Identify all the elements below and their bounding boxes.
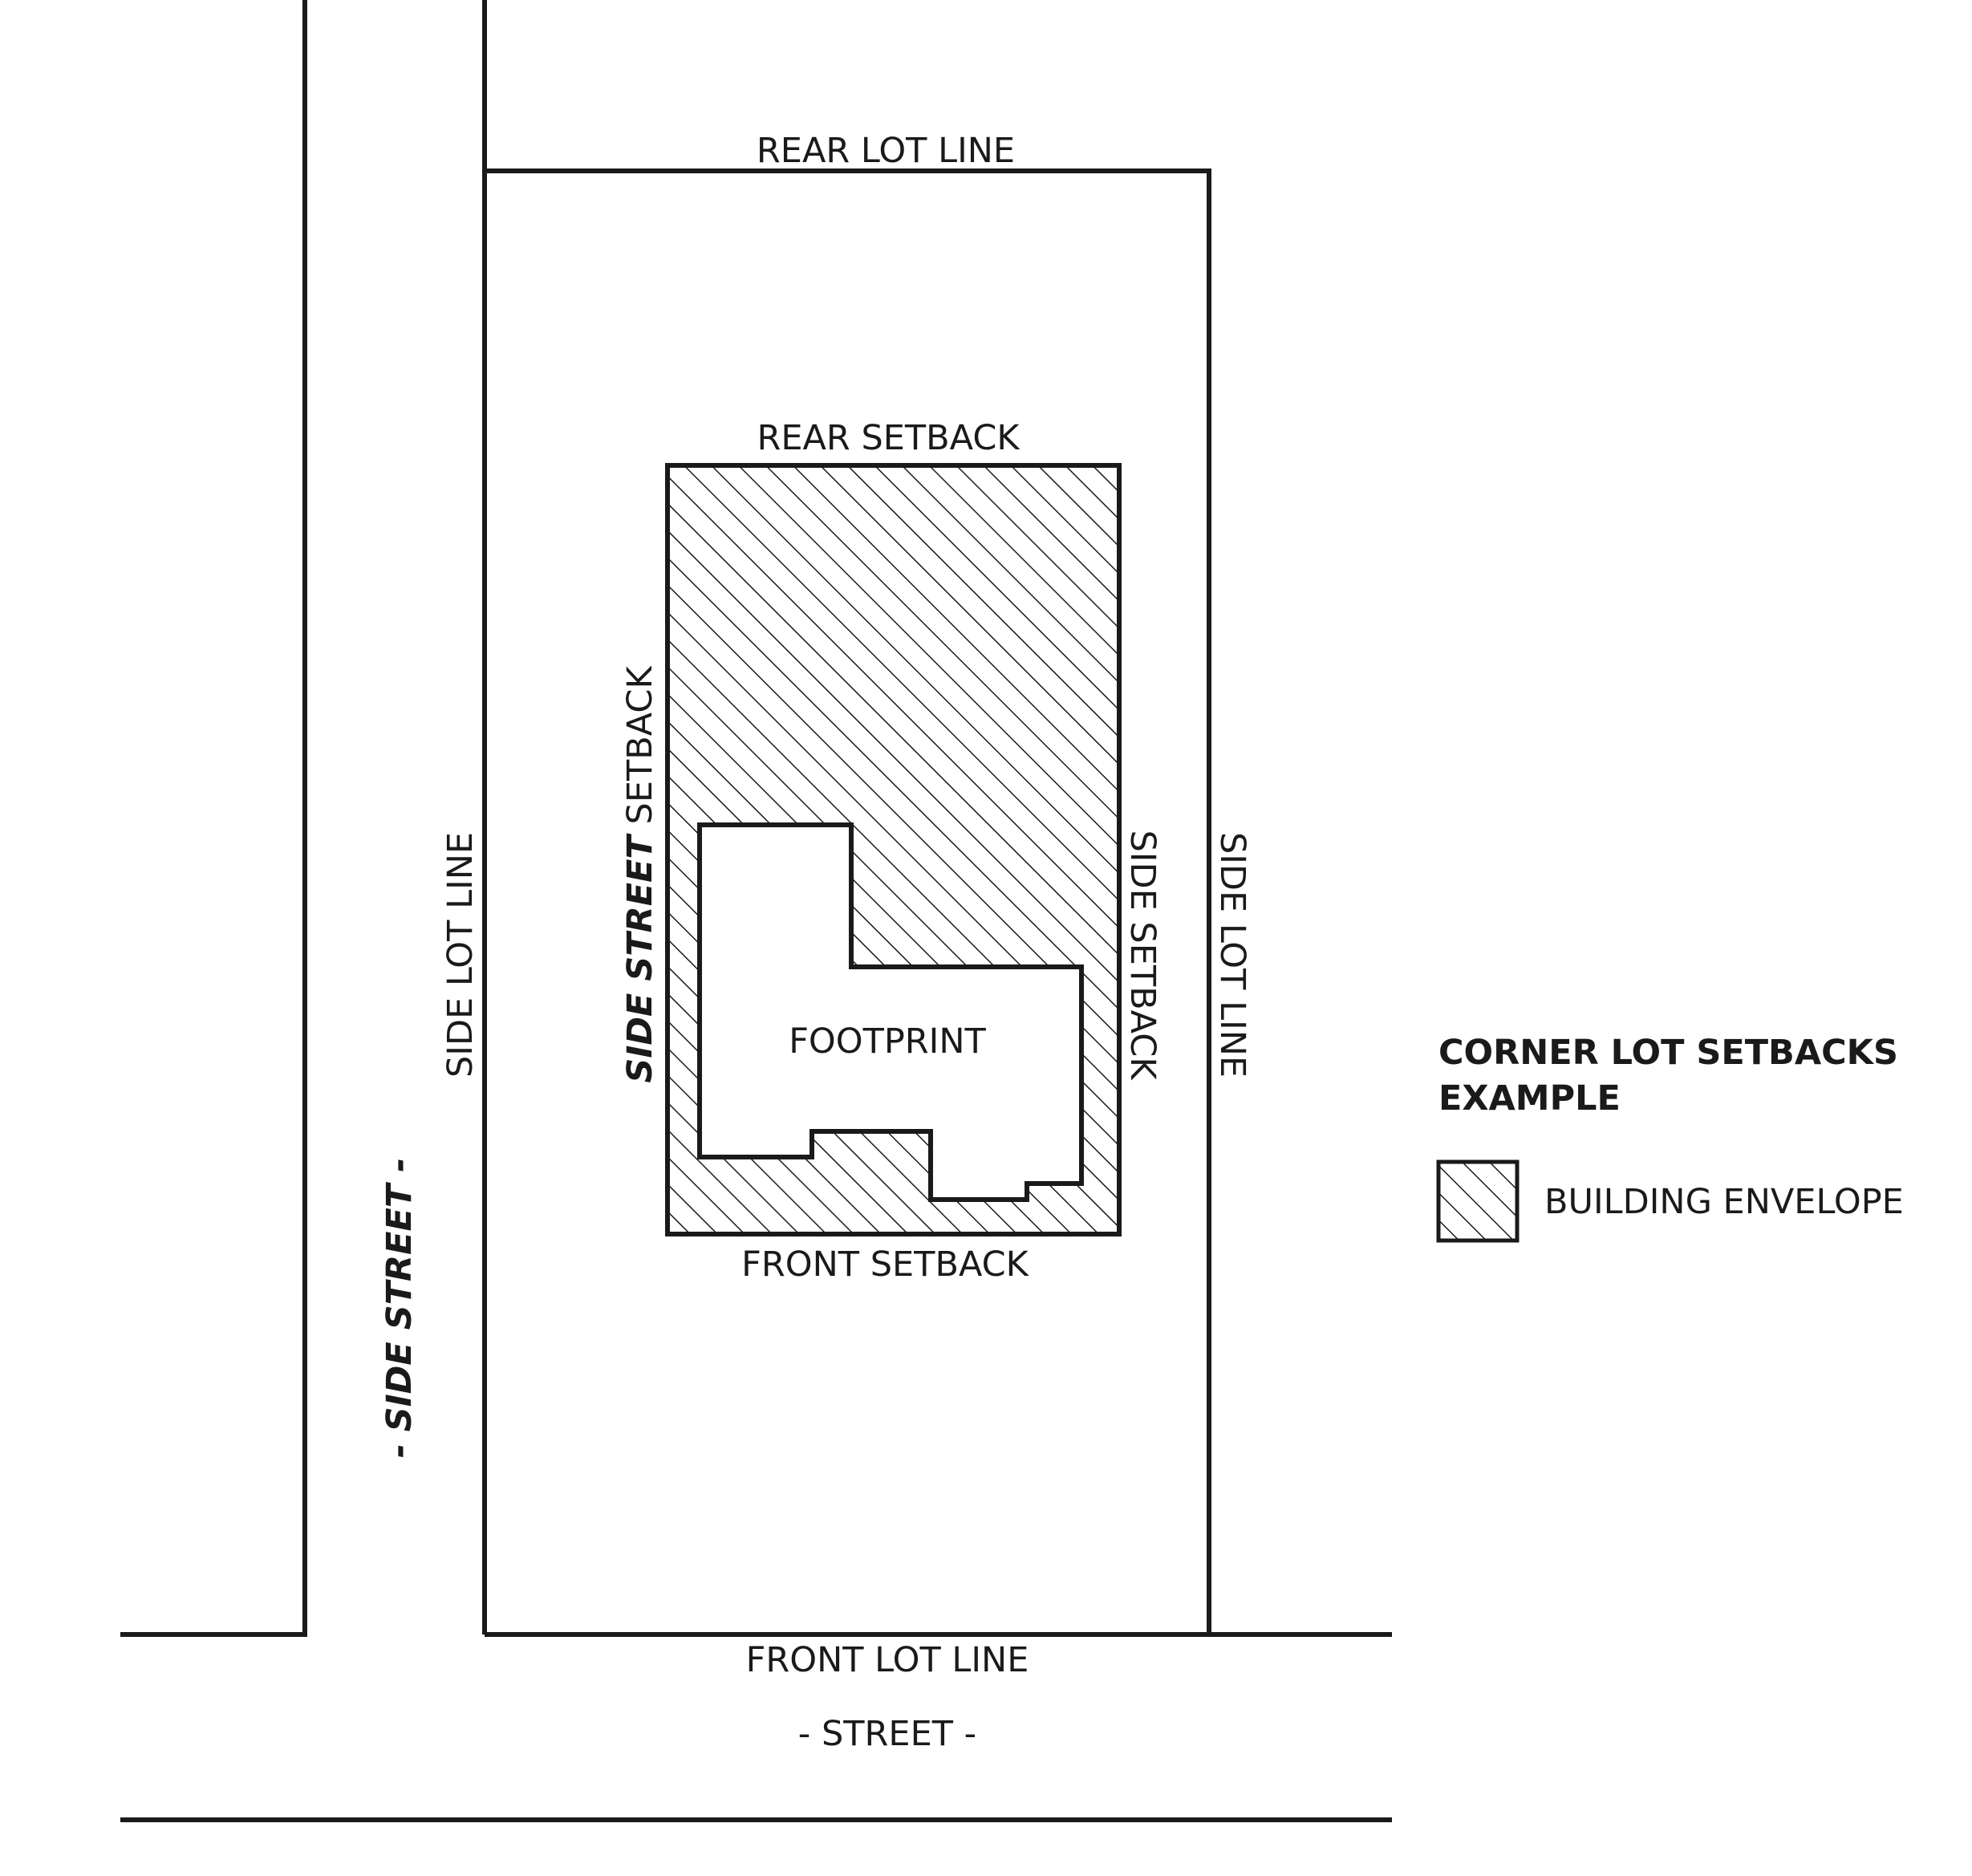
legend-building-envelope-label: BUILDING ENVELOPE <box>1544 1182 1904 1222</box>
rear-lot-line <box>485 169 1211 1634</box>
footprint <box>697 822 1084 1202</box>
footprint-label: FOOTPRINT <box>789 1021 986 1062</box>
side-street-setback-emphasis: SIDE STREET <box>620 832 660 1082</box>
side-lot-line-right-label: SIDE LOT LINE <box>1212 832 1252 1078</box>
legend-title-line2: EXAMPLE <box>1438 1078 1621 1119</box>
side-street-setback-label: SIDE STREET SETBACK <box>620 665 660 1083</box>
side-lot-line-left-label: SIDE LOT LINE <box>440 832 481 1078</box>
front-setback-label: FRONT SETBACK <box>741 1245 1029 1285</box>
legend-hatch-swatch <box>1436 1159 1520 1243</box>
side-street-setback-rest: SETBACK <box>620 665 660 836</box>
side-street-label: - SIDE STREET - <box>379 1158 420 1458</box>
side-setback-label: SIDE SETBACK <box>1122 830 1163 1081</box>
street-label: - STREET - <box>798 1714 976 1754</box>
front-lot-line-label: FRONT LOT LINE <box>746 1640 1029 1680</box>
rear-setback-label: REAR SETBACK <box>757 418 1020 458</box>
side-street-left-curb <box>120 0 307 1637</box>
rear-lot-line-label: REAR LOT LINE <box>757 131 1015 171</box>
legend-title-line1: CORNER LOT SETBACKS <box>1438 1033 1898 1073</box>
